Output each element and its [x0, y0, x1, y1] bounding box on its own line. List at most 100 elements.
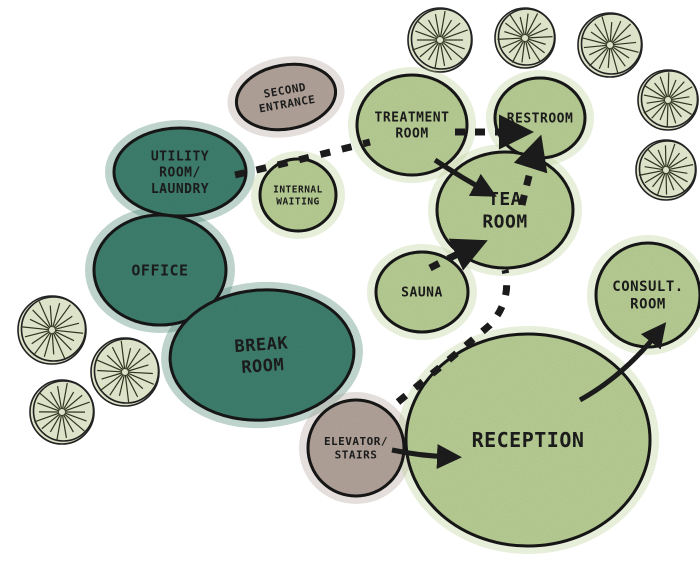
tree-spoke — [32, 309, 51, 329]
label-restroom: RESTROOM — [507, 112, 573, 127]
tree-canopy — [636, 140, 696, 200]
tree-spoke — [509, 14, 524, 36]
tree-spoke — [607, 47, 611, 69]
tree-spoke — [668, 156, 688, 169]
tree-spoke — [442, 29, 468, 40]
tree-spoke — [644, 157, 664, 170]
label-utility-line-2: ROOM/ — [159, 166, 201, 181]
tree-icon — [29, 379, 95, 445]
tree-spoke — [668, 170, 688, 183]
tree-spoke — [439, 42, 446, 66]
tree-spoke — [611, 47, 626, 67]
tree-icon — [577, 12, 643, 78]
link-tea-room-to-restroom — [513, 134, 548, 206]
tree-icon — [494, 7, 556, 69]
bubble-office — [92, 213, 228, 327]
tree-spoke — [670, 100, 693, 106]
tree-spoke — [118, 374, 125, 396]
tree-spoke — [127, 352, 151, 371]
tree-spoke — [654, 82, 667, 99]
tree-outline-sketch — [20, 296, 87, 362]
tree-spoke — [41, 413, 61, 430]
tree-spoke — [588, 45, 608, 56]
tree-spoke — [511, 40, 525, 63]
trees-group — [17, 7, 699, 445]
tree-spoke — [127, 371, 153, 375]
tree-spoke — [20, 326, 50, 331]
label-consult: CONSULT.ROOM — [612, 279, 683, 313]
tree-spoke — [50, 391, 62, 410]
bubble-elevator — [306, 398, 406, 498]
tree-outline-sketch — [497, 8, 556, 66]
tree-spoke — [651, 101, 667, 119]
tree-spoke — [427, 42, 440, 61]
tree-spoke — [56, 386, 63, 410]
tree-spoke — [497, 37, 523, 40]
tree-spoke — [63, 413, 85, 432]
tree-spoke — [419, 41, 439, 58]
tree-spoke — [63, 394, 83, 411]
tree-spoke — [659, 76, 668, 98]
tree-spoke — [644, 166, 664, 171]
tree-spoke — [49, 305, 53, 328]
tree-spoke — [61, 382, 68, 410]
tree-spoke — [583, 44, 608, 49]
tree-spoke — [612, 41, 637, 46]
tree-icon — [635, 139, 697, 201]
bubble-break-room — [168, 288, 356, 422]
label-utility-line-1: UTILITY — [151, 149, 209, 164]
tree-spoke — [611, 23, 632, 44]
tree-spoke — [54, 322, 80, 330]
tree-spoke — [106, 354, 124, 371]
tree-spoke — [598, 47, 610, 70]
label-office-line-1: OFFICE — [131, 261, 188, 279]
tree-outline-sketch — [93, 338, 160, 404]
bubble-reception — [404, 332, 652, 548]
tree-spoke — [659, 102, 668, 121]
tree-spoke — [434, 14, 441, 38]
tree-icon — [637, 69, 699, 131]
label-office: OFFICE — [131, 261, 188, 279]
tree-spoke — [38, 301, 52, 328]
tree-spoke — [527, 38, 546, 45]
tree-spoke — [647, 148, 665, 169]
tree-spoke — [670, 86, 693, 100]
tree-spoke — [526, 40, 541, 62]
tree-canopy — [30, 380, 94, 444]
tree-spoke — [53, 304, 71, 328]
tree-spoke — [97, 369, 123, 373]
label-sauna: SAUNA — [401, 286, 442, 301]
tree-spoke — [126, 373, 144, 390]
label-internal-waiting-line-1: INTERNAL — [273, 184, 323, 195]
tree-icon — [407, 7, 473, 73]
tree-spoke — [412, 40, 438, 51]
tree-spoke — [670, 96, 690, 101]
tree-spoke — [33, 332, 51, 356]
label-treatment-line-1: TREATMENT — [375, 110, 450, 125]
tree-spoke — [527, 36, 553, 39]
bubble-internal-waiting — [258, 157, 338, 233]
tree-spoke — [610, 47, 619, 74]
tree-spoke — [54, 329, 84, 334]
tree-spoke — [610, 20, 622, 43]
tree-spoke — [601, 16, 610, 43]
tree-spoke — [442, 40, 465, 50]
tree-spoke — [524, 13, 529, 36]
tree-spoke — [609, 21, 613, 43]
tree-spoke — [525, 40, 531, 60]
label-break-room-line-1: BREAK — [234, 333, 289, 357]
tree-spoke — [56, 414, 63, 442]
tree-spoke — [668, 102, 677, 124]
tree-spoke — [440, 42, 453, 61]
label-consult-line-1: CONSULT. — [612, 279, 683, 295]
link-elevator-to-reception — [391, 444, 462, 470]
tree-spoke — [526, 22, 542, 37]
label-tea-room-line-1: TEA — [488, 189, 522, 210]
tree-spoke — [34, 412, 60, 423]
